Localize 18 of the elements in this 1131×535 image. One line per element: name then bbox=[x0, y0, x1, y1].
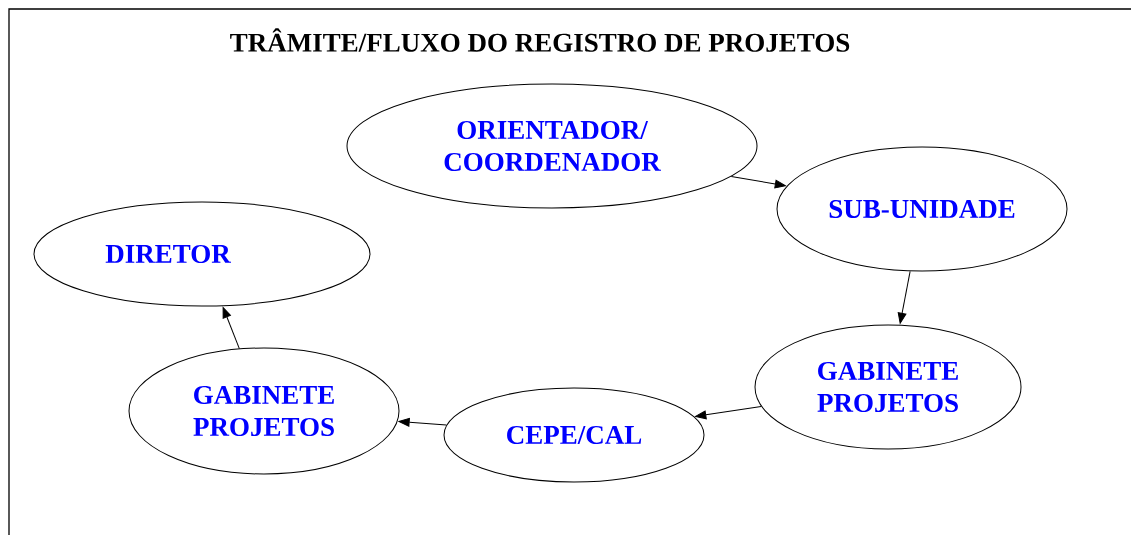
node-label: GABINETE PROJETOS bbox=[193, 385, 334, 437]
arrow bbox=[730, 176, 786, 189]
node-label: SUB-UNIDADE bbox=[829, 199, 1015, 219]
arrow bbox=[398, 417, 447, 427]
arrow bbox=[897, 270, 911, 324]
node-label: ORIENTADOR/ COORDENADOR bbox=[444, 120, 661, 172]
node-label: CEPE/CAL bbox=[507, 425, 642, 445]
arrow bbox=[222, 306, 240, 350]
title: TRÂMITE/FLUXO DO REGISTRO DE PROJETOS bbox=[230, 28, 850, 52]
node-label: DIRETOR bbox=[105, 244, 231, 264]
ellipse-node bbox=[33, 201, 371, 307]
arrow bbox=[695, 405, 762, 420]
ellipse-node bbox=[346, 83, 758, 209]
ellipse-node bbox=[754, 324, 1022, 450]
node-label: GABINETE PROJETOS bbox=[817, 361, 958, 413]
ellipse-node bbox=[443, 387, 705, 483]
ellipse-node bbox=[776, 146, 1068, 272]
ellipse-node bbox=[128, 347, 400, 475]
